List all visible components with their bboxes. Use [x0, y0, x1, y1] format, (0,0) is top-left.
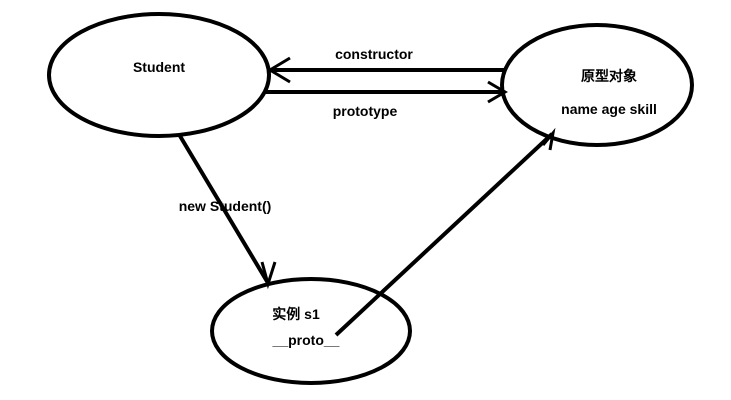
constructor-label: constructor — [335, 46, 413, 62]
new-student-arrow — [178, 134, 277, 290]
prototype-object-node — [500, 23, 694, 147]
constructor-arrow — [267, 56, 505, 84]
instance-title: 实例 s1 — [272, 306, 320, 322]
student-label: Student — [133, 59, 185, 75]
instance-proto-label: __proto__ — [272, 332, 340, 348]
student-node — [47, 12, 271, 138]
instance-node — [210, 277, 412, 385]
prototype-object-props: name age skill — [561, 101, 657, 117]
prototype-label: prototype — [333, 103, 398, 119]
prototype-arrow — [265, 80, 508, 104]
prototype-object-title: 原型对象 — [581, 68, 637, 84]
new-student-label: new Student() — [179, 198, 272, 214]
proto-arrow — [334, 127, 556, 337]
